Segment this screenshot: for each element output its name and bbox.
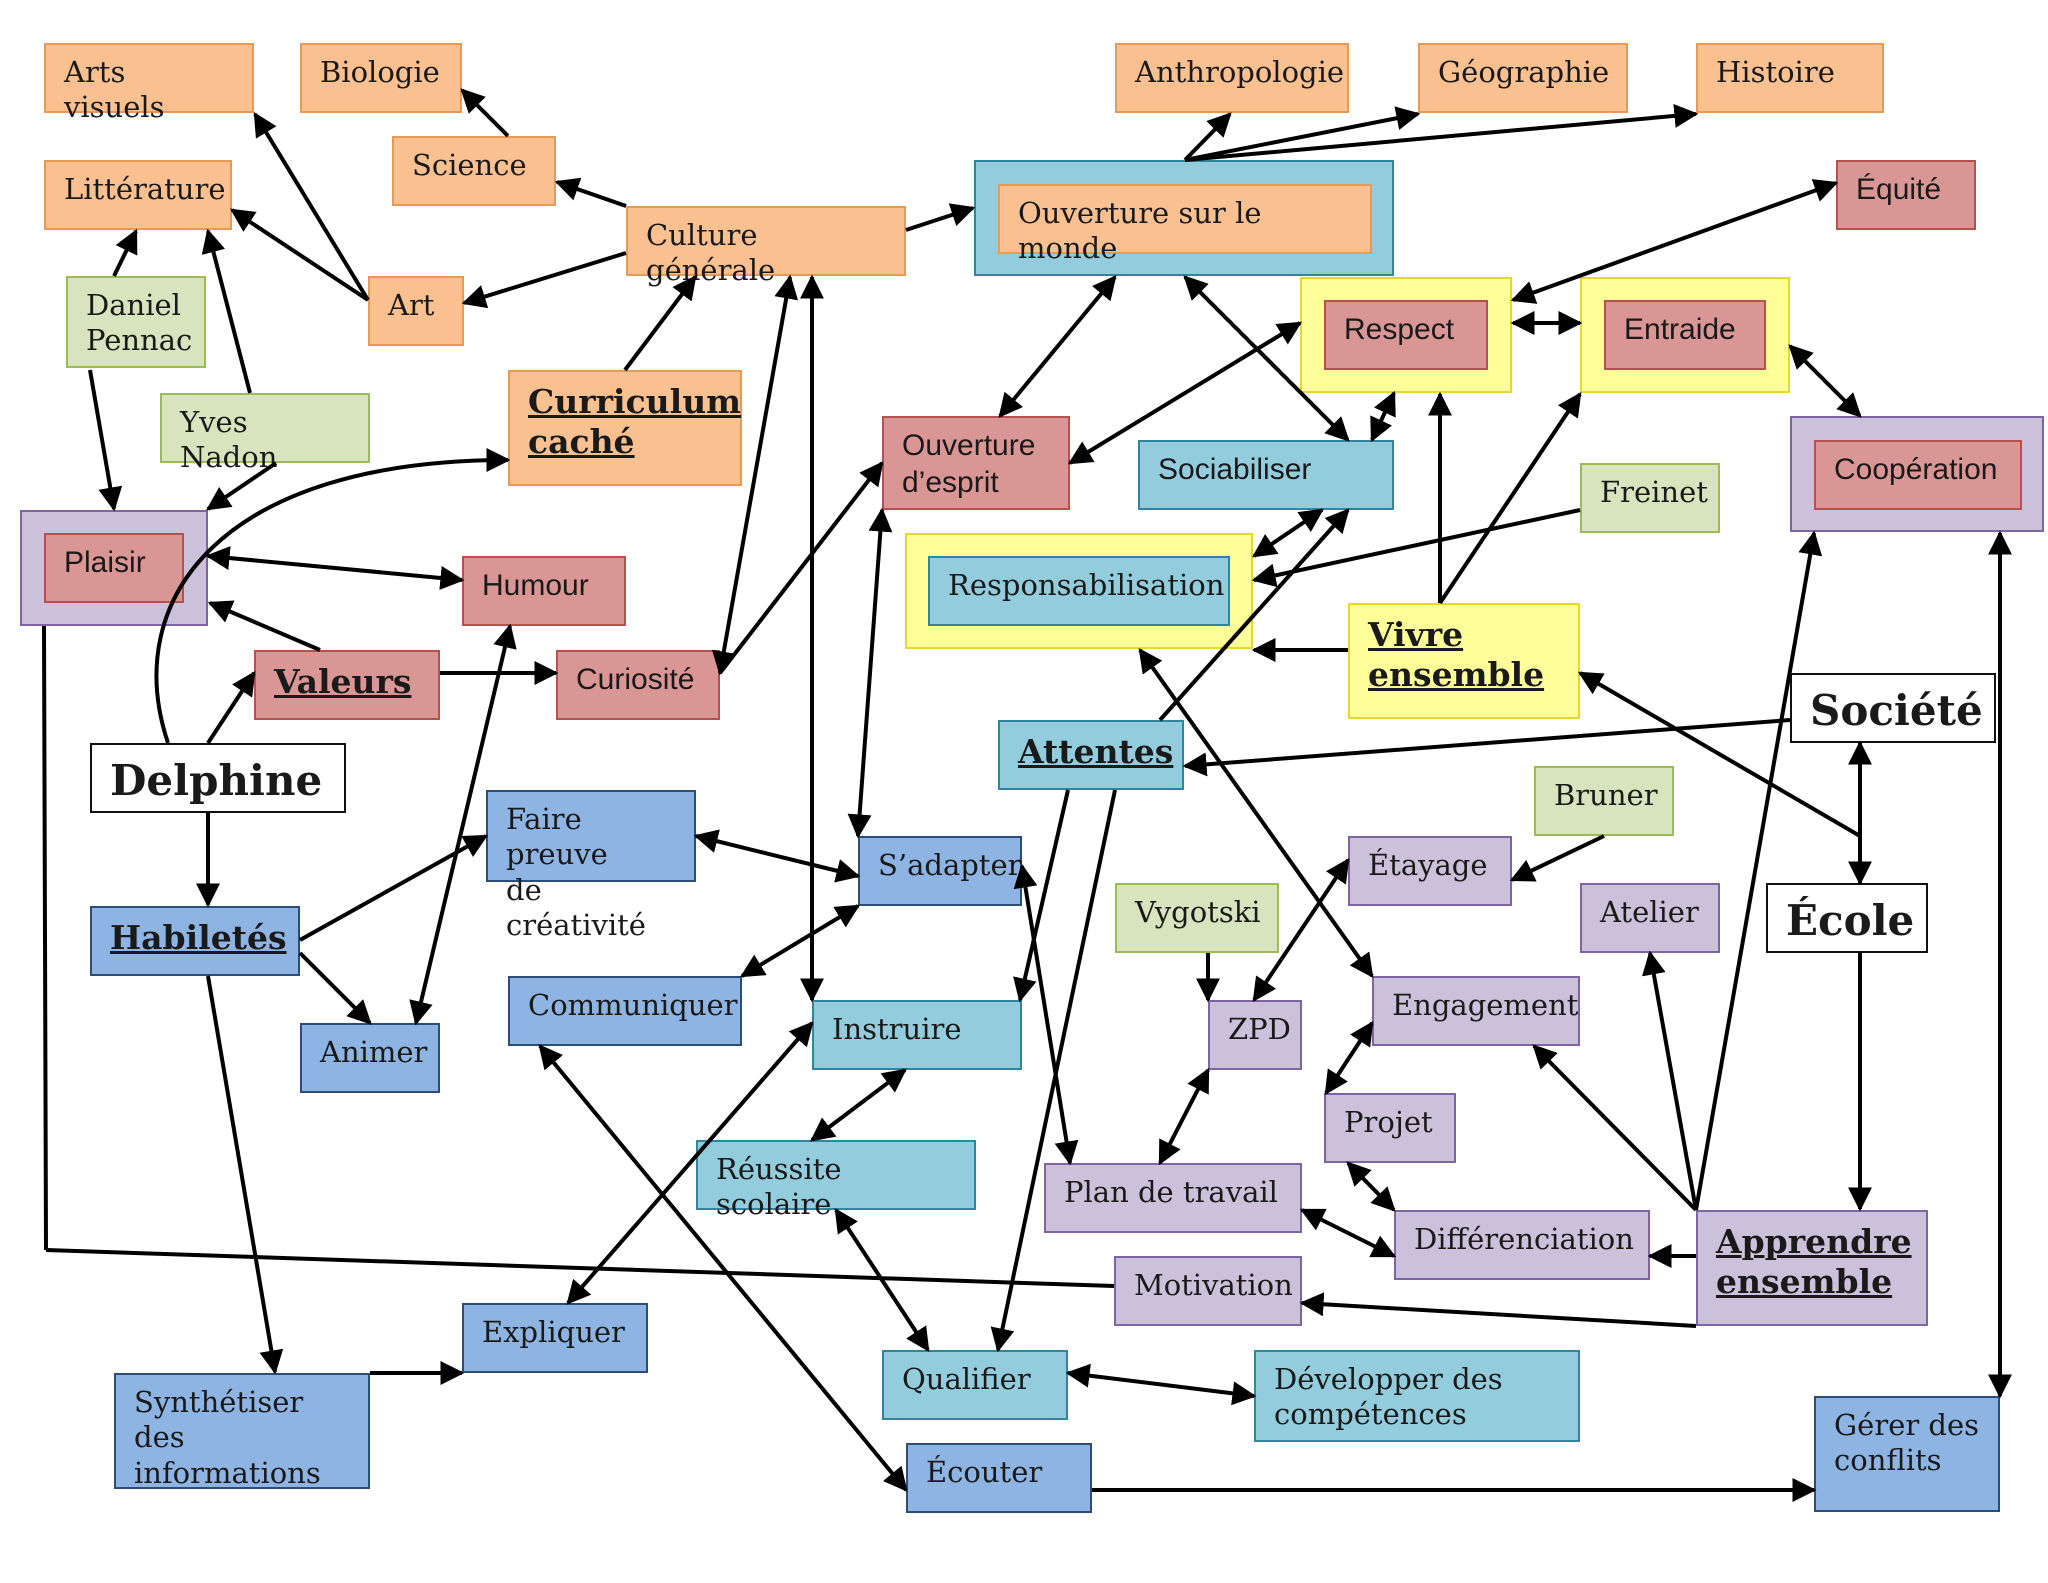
- node-science[interactable]: Science: [392, 136, 556, 206]
- node-expliquer[interactable]: Expliquer: [462, 1303, 648, 1373]
- node-ecole[interactable]: École: [1766, 883, 1928, 953]
- node-respect[interactable]: Respect: [1324, 300, 1488, 370]
- node-biologie[interactable]: Biologie: [300, 43, 462, 113]
- node-plan-travail[interactable]: Plan de travail: [1044, 1163, 1302, 1233]
- node-etayage[interactable]: Étayage: [1348, 836, 1512, 906]
- node-animer[interactable]: Animer: [300, 1023, 440, 1093]
- node-entraide[interactable]: Entraide: [1604, 300, 1766, 370]
- node-qualifier[interactable]: Qualifier: [882, 1350, 1068, 1420]
- node-societe[interactable]: Société: [1790, 673, 1996, 743]
- node-bruner[interactable]: Bruner: [1534, 766, 1674, 836]
- node-curriculum-cache[interactable]: Curriculum caché: [508, 370, 742, 486]
- node-developper[interactable]: Développer des compétences: [1254, 1350, 1580, 1442]
- node-cooperation[interactable]: Coopération: [1814, 440, 2022, 510]
- node-yves-nadon[interactable]: Yves Nadon: [160, 393, 370, 474]
- node-ouverture-esprit[interactable]: Ouverture d’esprit: [882, 416, 1070, 510]
- node-projet[interactable]: Projet: [1324, 1093, 1456, 1163]
- node-ouverture-monde[interactable]: Ouverture sur le monde: [998, 184, 1372, 265]
- node-histoire[interactable]: Histoire: [1696, 43, 1884, 113]
- node-differenciation[interactable]: Différenciation: [1394, 1210, 1650, 1280]
- node-daniel-pennac[interactable]: Daniel Pennac: [66, 276, 206, 368]
- node-geographie[interactable]: Géographie: [1418, 43, 1628, 113]
- node-vivre-ensemble[interactable]: Vivre ensemble: [1348, 603, 1580, 719]
- node-habiletes[interactable]: Habiletés: [90, 906, 300, 976]
- node-communiquer[interactable]: Communiquer: [508, 976, 742, 1046]
- node-motivation[interactable]: Motivation: [1114, 1256, 1302, 1326]
- node-valeurs[interactable]: Valeurs: [254, 650, 440, 720]
- node-s-adapter[interactable]: S’adapter: [858, 836, 1022, 906]
- node-engagement[interactable]: Engagement: [1372, 976, 1580, 1046]
- node-arts-visuels[interactable]: Arts visuels: [44, 43, 254, 124]
- node-equite[interactable]: Équité: [1836, 160, 1976, 230]
- node-curiosite[interactable]: Curiosité: [556, 650, 720, 720]
- node-litterature[interactable]: Littérature: [44, 160, 232, 230]
- node-synthetiser[interactable]: Synthétiser des informations: [114, 1373, 370, 1490]
- node-apprendre-ensemble[interactable]: Apprendre ensemble: [1696, 1210, 1928, 1326]
- node-zpd[interactable]: ZPD: [1208, 1000, 1302, 1070]
- node-gerer-conflits[interactable]: Gérer des conflits: [1814, 1396, 2000, 1512]
- node-reussite-scolaire[interactable]: Réussite scolaire: [696, 1140, 976, 1221]
- node-humour[interactable]: Humour: [462, 556, 626, 626]
- node-sociabiliser[interactable]: Sociabiliser: [1138, 440, 1394, 510]
- node-responsabilisation[interactable]: Responsabilisation: [928, 556, 1230, 626]
- node-instruire[interactable]: Instruire: [812, 1000, 1022, 1070]
- node-ecouter[interactable]: Écouter: [906, 1443, 1092, 1513]
- node-art[interactable]: Art: [368, 276, 464, 346]
- node-culture-generale[interactable]: Culture générale: [626, 206, 906, 287]
- node-faire-preuve[interactable]: Faire preuve de créativité: [486, 790, 696, 942]
- node-atelier[interactable]: Atelier: [1580, 883, 1720, 953]
- node-vygotski[interactable]: Vygotski: [1115, 883, 1279, 953]
- node-freinet[interactable]: Freinet: [1580, 463, 1720, 533]
- node-delphine[interactable]: Delphine: [90, 743, 346, 813]
- node-plaisir[interactable]: Plaisir: [44, 533, 184, 603]
- node-attentes[interactable]: Attentes: [998, 720, 1184, 790]
- node-anthropologie[interactable]: Anthropologie: [1115, 43, 1349, 113]
